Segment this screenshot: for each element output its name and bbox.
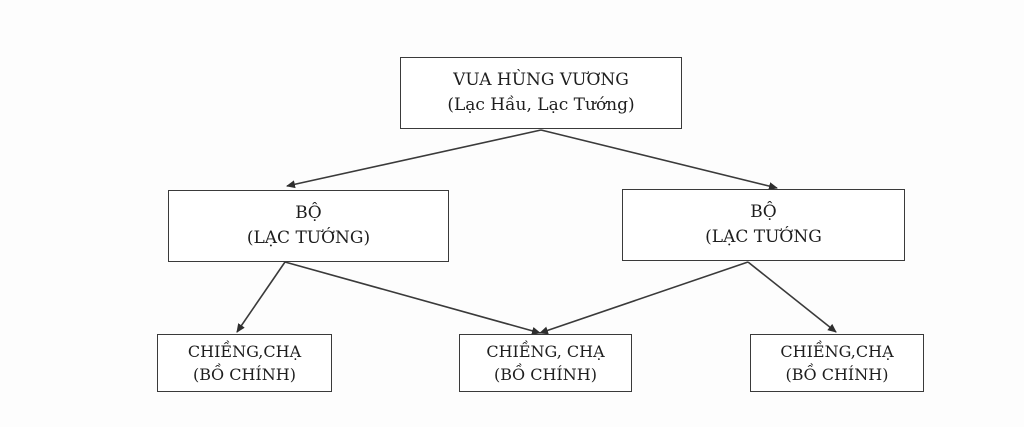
node-subtitle: (LẠC TƯỚNG) — [246, 228, 371, 248]
node-bo-left: BỘ (LẠC TƯỚNG) — [168, 190, 449, 262]
connector-top-to-mid-left — [286, 129, 542, 189]
node-subtitle: (BỒ CHÍNH) — [494, 365, 597, 384]
node-chieng-cha-right: CHIỀNG,CHẠ (BỒ CHÍNH) — [750, 334, 924, 392]
connector-mid-right-to-bot-center — [539, 261, 749, 335]
node-title: VUA HÙNG VƯƠNG — [453, 70, 629, 91]
node-vua-hung-vuong: VUA HÙNG VƯƠNG (Lạc Hầu, Lạc Tướng) — [400, 57, 682, 129]
node-subtitle: (BỒ CHÍNH) — [193, 365, 296, 384]
node-subtitle: (Lạc Hầu, Lạc Tướng) — [447, 95, 635, 115]
node-bo-right: BỘ (LẠC TƯỚNG — [622, 189, 905, 261]
node-subtitle: (LẠC TƯỚNG — [705, 227, 822, 247]
node-chieng-cha-left: CHIỀNG,CHẠ (BỒ CHÍNH) — [157, 334, 332, 392]
node-subtitle: (BỒ CHÍNH) — [785, 365, 889, 384]
connector-mid-left-to-bot-center — [284, 261, 541, 335]
connector-mid-left-to-bot-left — [236, 261, 286, 333]
node-title: BỘ — [750, 202, 777, 223]
node-title: CHIỀNG,CHẠ — [187, 341, 302, 361]
node-title: CHIỀNG, CHẠ — [486, 341, 605, 361]
node-chieng-cha-center: CHIỀNG, CHẠ (BỒ CHÍNH) — [459, 334, 632, 392]
connector-top-to-mid-right — [540, 129, 778, 190]
connector-mid-right-to-bot-right — [747, 261, 837, 333]
node-title: BỘ — [295, 203, 322, 224]
node-title: CHIỀNG,CHẠ — [780, 341, 894, 361]
